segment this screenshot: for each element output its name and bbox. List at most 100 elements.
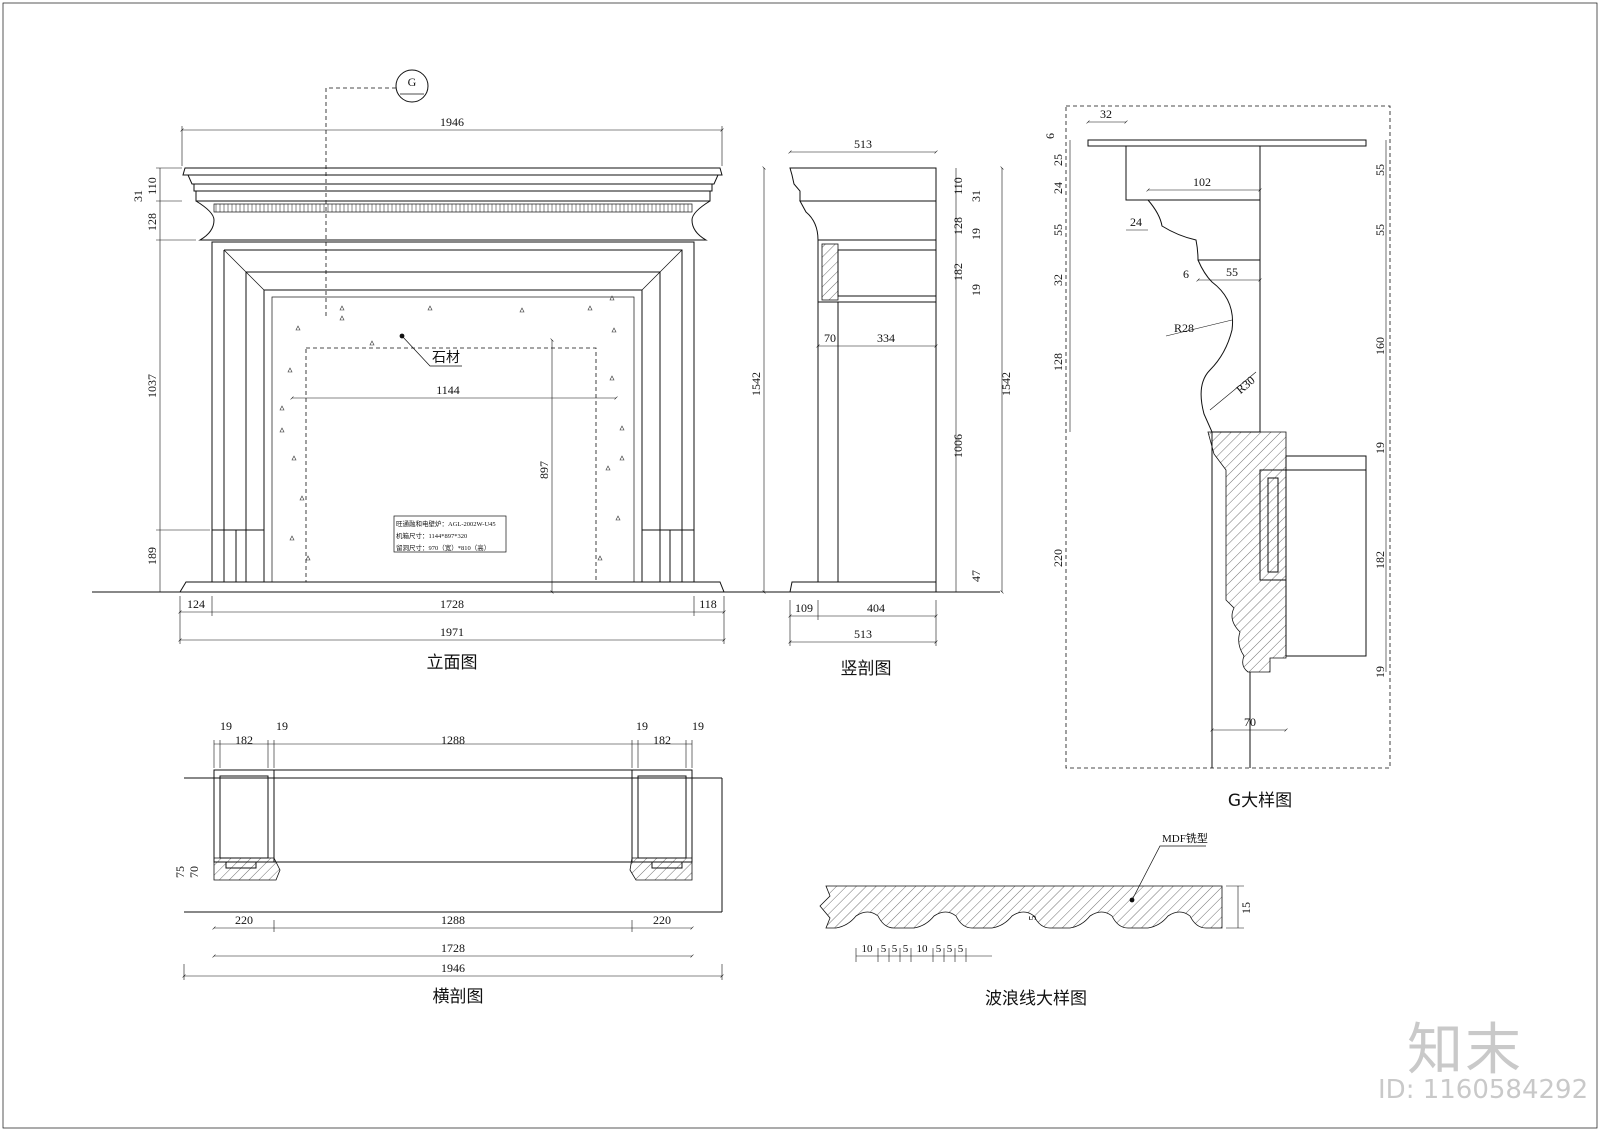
hs-dim-19b: 19 (276, 719, 288, 733)
dim-189: 189 (145, 547, 159, 565)
title-elevation: 立面图 (427, 653, 478, 673)
wave-seq-dim: 5 (903, 943, 909, 955)
note-line1: 旺通融和电壁炉：AGL-2002W-U45 (396, 519, 496, 528)
wave-dim-5: 5 (1028, 916, 1039, 921)
stone-speck (587, 305, 593, 311)
hs-dim-182b: 182 (653, 733, 671, 747)
vs-dim-47: 47 (969, 570, 983, 582)
stone-speck (611, 327, 617, 333)
vs-dim-19b: 19 (969, 284, 983, 296)
wave-seq-dim: 10 (862, 943, 874, 955)
stone-speck (597, 555, 603, 561)
vs-dim-513-top: 513 (854, 137, 872, 151)
vs-dim-513-bottom: 513 (854, 627, 872, 641)
vertical-section-view: 513 1542 1542 110 31 128 19 182 19 1006 … (749, 137, 1013, 679)
stone-speck (295, 325, 301, 331)
g-dim-55rb: 55 (1373, 224, 1387, 236)
stone-speck (305, 555, 311, 561)
dim-897: 897 (537, 461, 551, 479)
wave-profile (819, 885, 1223, 929)
g-dim-6: 6 (1043, 133, 1057, 139)
g-dim-160: 160 (1373, 337, 1387, 355)
vs-dim-1542-left: 1542 (749, 372, 763, 396)
g-dim-32: 32 (1051, 274, 1065, 286)
stone-speck (299, 495, 305, 501)
g-dim-r30: R30 (1233, 373, 1257, 397)
horizontal-section-view: 19 182 19 1288 19 182 19 75 70 220 1288 … (173, 719, 724, 1007)
wave-seq-dim: 5 (947, 943, 953, 955)
stone-speck (287, 367, 293, 373)
wave-seq-dim: 5 (936, 943, 942, 955)
hs-dim-70: 70 (187, 866, 201, 878)
hs-dim-19a: 19 (220, 719, 232, 733)
g-marker-label: G (408, 75, 417, 89)
stone-speck (427, 305, 433, 311)
g-dim-r28: R28 (1174, 321, 1194, 335)
stone-speck (619, 425, 625, 431)
title-g-detail: G大样图 (1228, 791, 1292, 811)
stone-speck (615, 515, 621, 521)
g-dim-182: 182 (1373, 551, 1387, 569)
vs-dim-31: 31 (969, 190, 983, 202)
appliance-note (393, 515, 507, 553)
g-dim-24b: 24 (1130, 215, 1142, 229)
wave-dim-15: 15 (1239, 902, 1253, 914)
stone-speck (289, 535, 295, 541)
note-line3: 留洞尺寸：970（宽）*810（高） (396, 543, 490, 552)
stone-speck (291, 455, 297, 461)
stone-speck (279, 405, 285, 411)
g-dim-19b: 19 (1373, 666, 1387, 678)
vs-dim-109: 109 (795, 601, 813, 615)
stone-speck (339, 315, 345, 321)
vs-dim-128: 128 (951, 217, 965, 235)
stone-speck (605, 465, 611, 471)
vs-dim-1006: 1006 (951, 434, 965, 458)
hs-dim-19c: 19 (636, 719, 648, 733)
g-dim-55ra: 55 (1373, 164, 1387, 176)
vs-dim-334: 334 (877, 331, 895, 345)
dim-1728: 1728 (440, 597, 464, 611)
stone-speck (609, 295, 615, 301)
stone-speck (619, 455, 625, 461)
dim-1971: 1971 (440, 625, 464, 639)
g-dim-55b: 55 (1226, 265, 1238, 279)
hs-dim-19d: 19 (692, 719, 704, 733)
dim-118: 118 (699, 597, 717, 611)
dentil-ticks (215, 204, 689, 212)
g-dim-70: 70 (1244, 715, 1256, 729)
g-dim-32-top: 32 (1100, 107, 1112, 121)
vs-dim-1542-right: 1542 (999, 372, 1013, 396)
stone-speck (279, 427, 285, 433)
hs-dim-75: 75 (173, 866, 187, 878)
g-dim-19a: 19 (1373, 442, 1387, 454)
stone-label: 石材 (432, 350, 460, 366)
g-dim-25: 25 (1051, 154, 1065, 166)
watermark-id: ID: 1160584292 (1378, 1075, 1589, 1105)
g-dim-220: 220 (1051, 549, 1065, 567)
stone-speck (369, 340, 375, 346)
stone-speck (609, 375, 615, 381)
hs-dim-1288-bottom: 1288 (441, 913, 465, 927)
dim-110: 110 (145, 177, 159, 195)
hs-dim-1728: 1728 (441, 941, 465, 955)
title-wave-detail: 波浪线大样图 (985, 989, 1087, 1009)
stone-speck (519, 307, 525, 313)
hs-dim-1288-top: 1288 (441, 733, 465, 747)
g-dim-102: 102 (1193, 175, 1211, 189)
dim-1946-top: 1946 (440, 115, 464, 129)
g-dim-6b: 6 (1183, 267, 1189, 281)
dim-1144: 1144 (436, 383, 460, 397)
hs-dim-182a: 182 (235, 733, 253, 747)
dim-128: 128 (145, 213, 159, 231)
title-vertical-section: 竖剖图 (841, 659, 892, 679)
vs-dim-404: 404 (867, 601, 885, 615)
wave-seq-dim: 5 (881, 943, 887, 955)
vs-dim-70: 70 (824, 331, 836, 345)
stone-specks (279, 295, 625, 561)
elevation-view: G 石材 1144 897 旺通融和电壁炉：AGL-2002W-U45 机箱尺寸… (92, 69, 760, 673)
hs-dim-220a: 220 (235, 913, 253, 927)
mdf-label: MDF铣型 (1162, 831, 1208, 845)
